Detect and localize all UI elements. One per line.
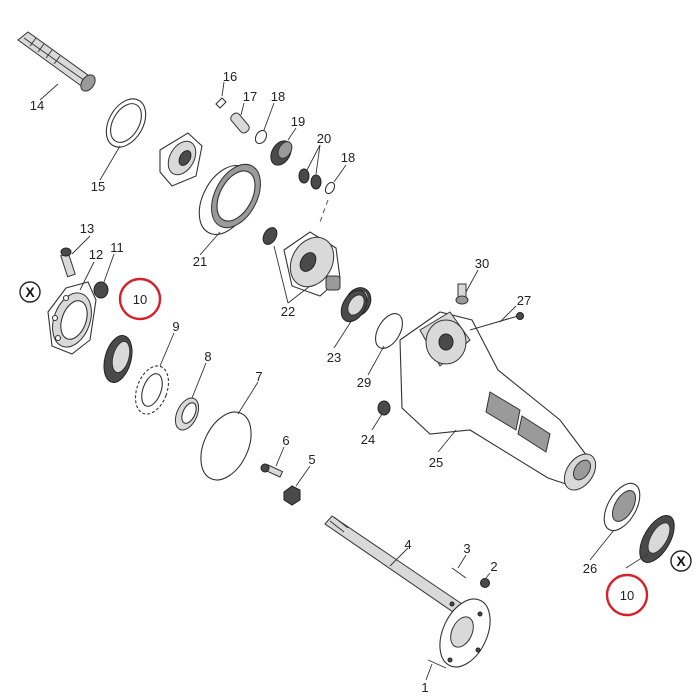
part-26-seal: [603, 482, 641, 532]
reference-marker-right: X: [670, 550, 692, 572]
highlight-circle-left: [118, 277, 162, 321]
part-7-o-ring: [200, 411, 252, 481]
callout-30: 30: [475, 256, 489, 271]
carrier-hub: [159, 132, 203, 187]
part-21-ring-gear: [198, 163, 261, 235]
callout-5: 5: [308, 452, 315, 467]
callout-13: 13: [80, 221, 94, 236]
part-29-o-ring: [374, 313, 404, 349]
highlight-circle-right: [605, 573, 649, 617]
callout-29: 29: [357, 375, 371, 390]
callout-26: 26: [583, 561, 597, 576]
callout-25: 25: [429, 455, 443, 470]
part-1-wheel-stud: [427, 659, 447, 669]
part-14-input-shaft: [17, 31, 96, 92]
callout-27: 27: [517, 293, 531, 308]
callout-3: 3: [463, 541, 470, 556]
part-4-axle-shaft: [324, 515, 491, 668]
part-25-axle-housing: [399, 311, 597, 491]
part-11-nut: [93, 281, 109, 299]
callout-24: 24: [361, 432, 375, 447]
callout-19: 19: [291, 114, 305, 129]
callout-12: 12: [89, 247, 103, 262]
part-8-bearing-nut: [174, 397, 200, 431]
part-10-bearing-left: [103, 335, 133, 383]
callout-10-right: 10: [620, 588, 634, 603]
part-9-lock-washer: [134, 365, 170, 415]
marker-right-label: X: [676, 553, 686, 569]
callout-14: 14: [30, 98, 44, 113]
part-27-bolt: [469, 312, 524, 331]
callout-9: 9: [172, 319, 179, 334]
part-19-roller-bearing: [270, 140, 293, 166]
callout-23: 23: [327, 350, 341, 365]
part-23-bearing: [340, 289, 368, 323]
part-5-nut: [283, 485, 301, 506]
part-18-washer-top: [254, 129, 268, 145]
callout-labels: 14 15 16 17 18 19 20 18 21 22 13 12 11 1…: [30, 69, 634, 695]
part-10-bearing-right: [639, 515, 675, 563]
part-15-snap-ring: [105, 98, 147, 148]
callout-18-lower: 18: [341, 150, 355, 165]
part-3-stud: [451, 567, 467, 579]
callout-22: 22: [281, 304, 295, 319]
part-22-planet-carrier: [262, 227, 372, 317]
leader-lines: [39, 81, 649, 681]
part-18-washer-lower: [324, 181, 336, 195]
part-12-end-cover: [47, 281, 97, 355]
reference-marker-left: X: [19, 281, 41, 303]
callout-4: 4: [404, 537, 411, 552]
part-20-rollers: [298, 168, 322, 190]
callout-11: 11: [110, 240, 124, 255]
callout-15: 15: [91, 179, 105, 194]
callout-16: 16: [223, 69, 237, 84]
callout-10-left: 10: [133, 292, 147, 307]
part-17-pin: [230, 112, 250, 134]
marker-left-label: X: [25, 284, 35, 300]
callout-1: 1: [421, 680, 428, 695]
callout-8: 8: [204, 349, 211, 364]
part-16-clip: [215, 97, 227, 109]
callout-7: 7: [255, 369, 262, 384]
part-2-nut: [480, 578, 490, 588]
part-24-drain-plug: [377, 400, 391, 416]
callout-21: 21: [193, 254, 207, 269]
callout-20: 20: [317, 131, 331, 146]
part-30-breather: [455, 283, 469, 305]
part-6-bolt: [260, 463, 284, 478]
callout-2: 2: [490, 559, 497, 574]
callout-6: 6: [282, 433, 289, 448]
part-13-bolt: [60, 247, 76, 278]
callout-17: 17: [243, 89, 257, 104]
callout-18-top: 18: [271, 89, 285, 104]
